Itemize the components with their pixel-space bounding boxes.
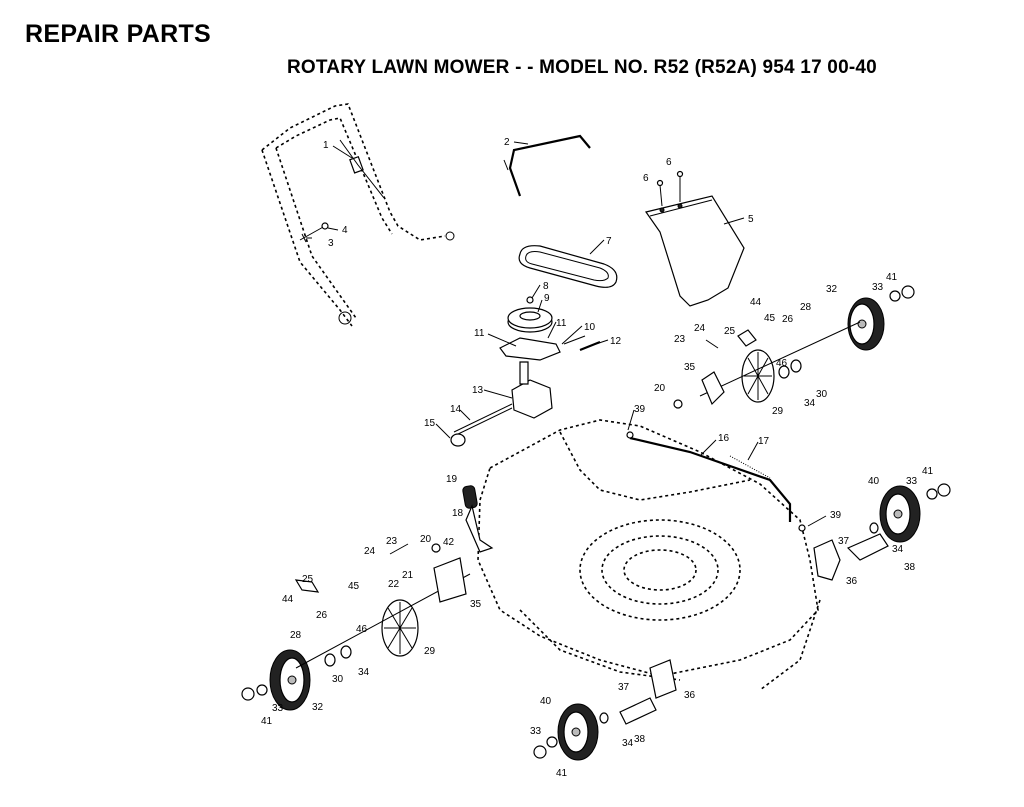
front-wheel-right — [813, 483, 951, 581]
callout-22: 22 — [388, 579, 400, 590]
callout-8: 8 — [543, 281, 549, 292]
callout-10: 10 — [584, 322, 596, 333]
callout-2: 2 — [504, 137, 510, 148]
callout-23a: 23 — [674, 334, 686, 345]
callout-12: 12 — [610, 336, 622, 347]
callout-33b: 33 — [906, 476, 918, 487]
callout-20b: 20 — [420, 534, 432, 545]
callout-7: 7 — [606, 236, 612, 247]
callout-9: 9 — [544, 293, 550, 304]
callout-30a: 30 — [816, 389, 828, 400]
callout-1: 1 — [323, 140, 329, 151]
grass-chute — [645, 170, 745, 307]
callout-26a: 26 — [782, 314, 794, 325]
callout-37b: 37 — [618, 682, 630, 693]
callout-41a: 41 — [886, 272, 898, 283]
callout-5: 5 — [748, 214, 754, 225]
mower-deck — [477, 419, 821, 691]
callout-40b: 40 — [540, 696, 552, 707]
callout-11b: 11 — [556, 318, 567, 329]
callout-3: 3 — [328, 238, 334, 249]
callout-45b: 45 — [348, 581, 360, 592]
callout-23b: 23 — [386, 536, 398, 547]
callout-45a: 45 — [764, 313, 776, 324]
callout-36a: 36 — [846, 576, 858, 587]
front-wheel-lower — [533, 659, 677, 761]
callout-42: 42 — [443, 537, 455, 548]
rear-wheel-upper — [673, 285, 915, 409]
callout-33d: 33 — [530, 726, 542, 737]
callout-44a: 44 — [750, 297, 762, 308]
callout-14: 14 — [450, 404, 462, 415]
callout-29a: 29 — [772, 406, 784, 417]
callout-16: 16 — [718, 433, 730, 444]
height-lever — [462, 485, 494, 553]
callout-18: 18 — [452, 508, 464, 519]
callout-33a: 33 — [872, 282, 884, 293]
callout-34c: 34 — [622, 738, 634, 749]
callout-30b: 30 — [332, 674, 344, 685]
callout-28a: 28 — [800, 302, 812, 313]
rear-shield-rod — [503, 134, 591, 197]
callout-40a: 40 — [868, 476, 880, 487]
callout-26b: 26 — [316, 610, 328, 621]
callout-32b: 32 — [312, 702, 324, 713]
callout-41c: 41 — [261, 716, 273, 727]
callout-25a: 25 — [724, 326, 736, 337]
callout-46a: 46 — [776, 358, 788, 369]
transmission-assembly — [450, 296, 601, 447]
callout-11a: 11 — [474, 328, 485, 339]
callout-15: 15 — [424, 418, 436, 429]
callout-6a: 6 — [643, 173, 649, 184]
callout-34a: 34 — [804, 398, 816, 409]
callout-6b: 6 — [666, 157, 672, 168]
callout-numbers: 1 2 3 4 5 6 6 7 8 9 10 11 11 12 13 14 15… — [261, 137, 934, 779]
callout-24a: 24 — [694, 323, 706, 334]
callout-33c: 33 — [272, 703, 284, 714]
callout-21: 21 — [402, 570, 414, 581]
callout-35a: 35 — [684, 362, 696, 373]
page-title: REPAIR PARTS — [25, 20, 212, 48]
callout-34d: 34 — [892, 544, 904, 555]
callout-35b: 35 — [470, 599, 482, 610]
callout-38b: 38 — [634, 734, 646, 745]
callout-17: 17 — [758, 436, 770, 447]
rear-wheel-lower — [241, 543, 471, 711]
handle-assembly — [261, 103, 455, 327]
page-subtitle: ROTARY LAWN MOWER - - MODEL NO. R52 (R52… — [287, 57, 877, 78]
callout-25b: 25 — [302, 574, 314, 585]
callout-46b: 46 — [356, 624, 368, 635]
callout-41d: 41 — [556, 768, 568, 779]
callout-38a: 38 — [904, 562, 916, 573]
callout-41b: 41 — [922, 466, 934, 477]
callout-44b: 44 — [282, 594, 294, 605]
callout-19: 19 — [446, 474, 458, 485]
callout-20a: 20 — [654, 383, 666, 394]
callout-39a: 39 — [634, 404, 646, 415]
callout-32a: 32 — [826, 284, 838, 295]
callout-34b: 34 — [358, 667, 370, 678]
callout-36b: 36 — [684, 690, 696, 701]
leader-lines — [306, 141, 827, 527]
callout-39b: 39 — [830, 510, 842, 521]
height-rod — [626, 431, 806, 532]
callout-24b: 24 — [364, 546, 376, 557]
drive-belt — [518, 245, 618, 288]
callout-13: 13 — [472, 385, 484, 396]
callout-28b: 28 — [290, 630, 302, 641]
callout-4: 4 — [342, 225, 348, 236]
callout-37a: 37 — [838, 536, 850, 547]
callout-29b: 29 — [424, 646, 436, 657]
